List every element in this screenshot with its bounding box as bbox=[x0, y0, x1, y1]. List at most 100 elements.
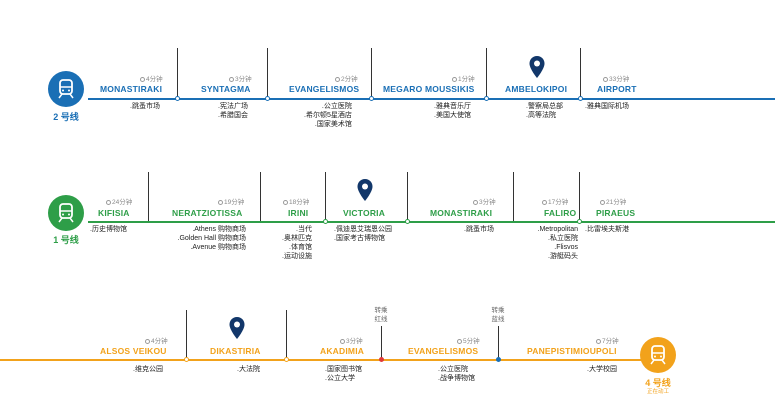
station-tick bbox=[186, 310, 187, 359]
station-tick bbox=[371, 48, 372, 98]
clock-icon bbox=[452, 76, 457, 82]
station-time: 5分钟 bbox=[457, 335, 480, 345]
station-dot bbox=[577, 219, 582, 224]
line2-track bbox=[88, 98, 775, 100]
station-name: EVANGELISMOS bbox=[289, 84, 360, 94]
transfer-note: 转乘红线 bbox=[374, 307, 388, 323]
station-desc: .当代.奥林匹克.体育馆.运动设施 bbox=[282, 226, 312, 260]
station-tick bbox=[381, 326, 382, 359]
station-dot bbox=[184, 357, 189, 362]
clock-icon bbox=[140, 76, 145, 82]
clock-icon bbox=[600, 199, 605, 205]
clock-icon bbox=[603, 76, 608, 82]
transfer-note: 转乘蓝线 bbox=[491, 307, 505, 323]
station-tick bbox=[267, 48, 268, 98]
station-desc: .公立医院.战争博物馆 bbox=[438, 366, 475, 382]
line2-label: 2 号线 bbox=[53, 112, 79, 122]
station-tick bbox=[260, 172, 261, 221]
station-time: 2分钟 bbox=[335, 73, 358, 83]
station-dot bbox=[578, 96, 583, 101]
clock-icon bbox=[335, 76, 340, 82]
station-desc: .Metropolitan.私立医院.Flisvos.游艇码头 bbox=[537, 226, 578, 260]
station-desc: .跳蚤市场 bbox=[464, 226, 494, 233]
station-dot bbox=[369, 96, 374, 101]
station-dot bbox=[323, 219, 328, 224]
station-name: SYNTAGMA bbox=[201, 84, 251, 94]
station-name: AMBELOKIPOI bbox=[505, 84, 568, 94]
station-name: IRINI bbox=[288, 208, 309, 218]
station-tick bbox=[407, 172, 408, 221]
transfer-dot-blue bbox=[496, 357, 501, 362]
station-desc: .大法院 bbox=[237, 366, 260, 373]
station-time: 4分钟 bbox=[140, 73, 163, 83]
station-tick bbox=[580, 48, 581, 98]
line1-label: 1 号线 bbox=[53, 235, 79, 245]
station-tick bbox=[513, 172, 514, 221]
station-tick bbox=[177, 48, 178, 98]
station-desc: .佩迪恩艾瑞恩公园.国家考古博物馆 bbox=[334, 226, 392, 242]
station-dot bbox=[405, 219, 410, 224]
transfer-dot-red bbox=[379, 357, 384, 362]
station-tick bbox=[148, 172, 149, 221]
station-name: KIFISIA bbox=[98, 208, 130, 218]
station-tick bbox=[286, 310, 287, 359]
station-desc: .宪法广场.希腊国会 bbox=[218, 103, 248, 119]
line1-track bbox=[88, 221, 775, 223]
station-tick bbox=[325, 172, 326, 221]
station-dot bbox=[265, 96, 270, 101]
line4-badge bbox=[640, 337, 676, 373]
clock-icon bbox=[473, 199, 478, 205]
station-tick bbox=[486, 48, 487, 98]
station-time: 24分钟 bbox=[106, 196, 132, 206]
station-tick bbox=[579, 172, 580, 221]
station-time: 21分钟 bbox=[600, 196, 626, 206]
station-time: 7分钟 bbox=[596, 335, 619, 345]
station-desc: .Athens 购物商场.Golden Hall 购物商场.Avenue 购物商… bbox=[177, 226, 246, 251]
station-time: 18分钟 bbox=[283, 196, 309, 206]
station-desc: .历史博物馆 bbox=[90, 226, 127, 233]
train-icon bbox=[58, 203, 74, 223]
clock-icon bbox=[596, 338, 601, 344]
station-desc: .比雷埃夫斯港 bbox=[585, 226, 629, 233]
station-name: MONASTIRAKI bbox=[100, 84, 163, 94]
station-time: 17分钟 bbox=[542, 196, 568, 206]
station-time: 19分钟 bbox=[218, 196, 244, 206]
station-dot bbox=[484, 96, 489, 101]
clock-icon bbox=[106, 199, 111, 205]
line4-track bbox=[0, 359, 645, 361]
station-name: AIRPORT bbox=[597, 84, 637, 94]
train-icon bbox=[650, 345, 666, 365]
station-time: 3分钟 bbox=[229, 73, 252, 83]
station-time: 33分钟 bbox=[603, 73, 629, 83]
line1-badge bbox=[48, 195, 84, 231]
line4-label: 4 号线 bbox=[645, 378, 671, 388]
station-dot bbox=[284, 357, 289, 362]
station-time: 1分钟 bbox=[452, 73, 475, 83]
station-desc: .跳蚤市场 bbox=[130, 103, 160, 110]
station-name: DIKASTIRIA bbox=[210, 346, 261, 356]
location-pin-icon bbox=[357, 179, 373, 201]
station-desc: .维克公园 bbox=[133, 366, 163, 373]
clock-icon bbox=[457, 338, 462, 344]
station-name: NERATZIOTISSA bbox=[172, 208, 243, 218]
station-desc: .雅典音乐厅.美国大使馆 bbox=[434, 103, 471, 119]
station-name: ALSOS VEIKOU bbox=[100, 346, 167, 356]
station-desc: .大学校园 bbox=[587, 366, 617, 373]
station-desc: .国家图书馆.公立大学 bbox=[325, 366, 362, 382]
clock-icon bbox=[229, 76, 234, 82]
line4-status: 正在动工 bbox=[646, 389, 669, 395]
clock-icon bbox=[283, 199, 288, 205]
location-pin-icon bbox=[529, 56, 545, 78]
station-dot bbox=[175, 96, 180, 101]
clock-icon bbox=[542, 199, 547, 205]
clock-icon bbox=[218, 199, 223, 205]
station-name: MEGARO MOUSSIKIS bbox=[383, 84, 475, 94]
station-name: VICTORIA bbox=[343, 208, 386, 218]
station-time: 3分钟 bbox=[340, 335, 363, 345]
station-name: EVANGELISMOS bbox=[408, 346, 479, 356]
station-name: FALIRO bbox=[544, 208, 577, 218]
station-desc: .雅典国际机场 bbox=[585, 103, 629, 110]
station-time: 4分钟 bbox=[145, 335, 168, 345]
line2-badge bbox=[48, 71, 84, 107]
